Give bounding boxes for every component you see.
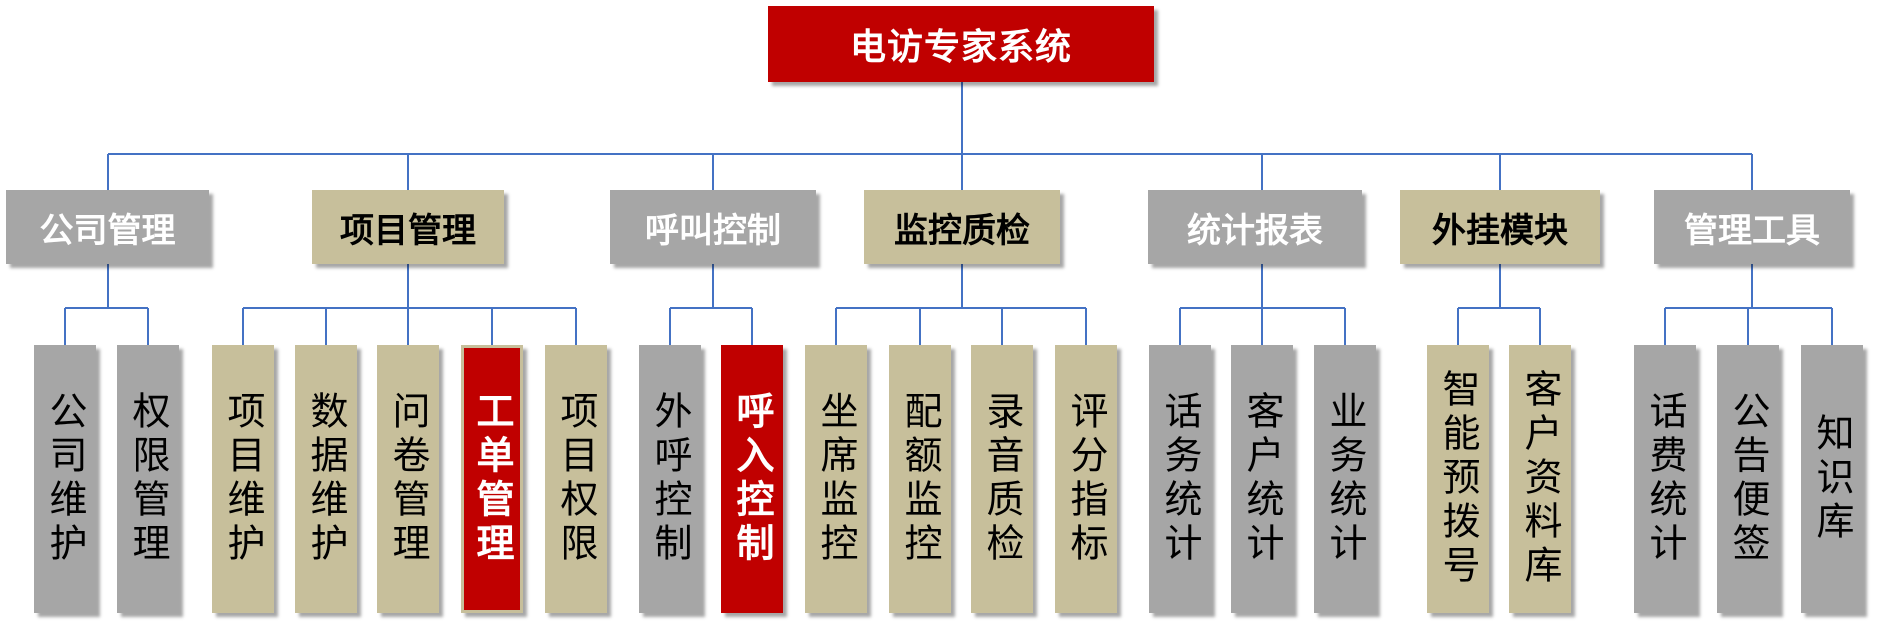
leaf-knowledge-base: 知识库 xyxy=(1801,345,1863,613)
category-call-control: 呼叫控制 xyxy=(610,190,816,264)
leaf-label: 配额监控 xyxy=(898,391,942,567)
category-statistics-reports: 统计报表 xyxy=(1148,190,1362,264)
leaf-label: 问卷管理 xyxy=(386,391,430,567)
leaf-agent-monitoring: 坐席监控 xyxy=(805,345,867,613)
root-node: 电访专家系统 xyxy=(768,6,1154,82)
leaf-label: 公告便签 xyxy=(1726,391,1770,567)
leaf-label: 客户统计 xyxy=(1240,391,1284,567)
leaf-label: 智能预拨号 xyxy=(1436,369,1480,589)
leaf-project-permissions: 项目权限 xyxy=(545,345,607,613)
leaf-recording-qc: 录音质检 xyxy=(971,345,1033,613)
category-company-management: 公司管理 xyxy=(6,190,209,264)
leaf-label: 坐席监控 xyxy=(814,391,858,567)
leaf-customer-database: 客户资料库 xyxy=(1509,345,1571,613)
leaf-work-order-management: 工单管理 xyxy=(461,345,523,613)
leaf-label: 项目维护 xyxy=(221,391,265,567)
category-label: 管理工具 xyxy=(1684,210,1820,251)
leaf-label: 客户资料库 xyxy=(1518,369,1562,589)
leaf-label: 录音质检 xyxy=(980,391,1024,567)
leaf-call-cost-statistics: 话费统计 xyxy=(1634,345,1696,613)
leaf-label: 数据维护 xyxy=(304,391,348,567)
category-monitoring-qc: 监控质检 xyxy=(864,190,1060,264)
leaf-smart-predictive-dialer: 智能预拨号 xyxy=(1427,345,1489,613)
leaf-outbound-control: 外呼控制 xyxy=(639,345,701,613)
leaf-business-statistics: 业务统计 xyxy=(1314,345,1376,613)
category-label: 外挂模块 xyxy=(1432,210,1568,251)
leaf-permission-management: 权限管理 xyxy=(117,345,179,613)
category-label: 统计报表 xyxy=(1187,210,1323,251)
leaf-traffic-statistics: 话务统计 xyxy=(1149,345,1211,613)
leaf-customer-statistics: 客户统计 xyxy=(1231,345,1293,613)
category-project-management: 项目管理 xyxy=(312,190,504,264)
leaf-label: 项目权限 xyxy=(554,391,598,567)
leaf-label: 呼入控制 xyxy=(730,391,774,567)
leaf-label: 话务统计 xyxy=(1158,391,1202,567)
root-label: 电访专家系统 xyxy=(849,27,1072,68)
category-label: 项目管理 xyxy=(340,210,476,251)
leaf-label: 话费统计 xyxy=(1643,391,1687,567)
leaf-label: 工单管理 xyxy=(470,391,514,567)
category-label: 公司管理 xyxy=(39,210,176,251)
leaf-company-maintenance: 公司维护 xyxy=(34,345,96,613)
leaf-label: 评分指标 xyxy=(1064,391,1108,567)
leaf-label: 业务统计 xyxy=(1323,391,1367,567)
category-plugin-modules: 外挂模块 xyxy=(1400,190,1600,264)
leaf-data-maintenance: 数据维护 xyxy=(295,345,357,613)
leaf-label: 外呼控制 xyxy=(648,391,692,567)
leaf-label: 知识库 xyxy=(1810,413,1854,545)
category-label: 监控质检 xyxy=(894,210,1030,251)
leaf-label: 权限管理 xyxy=(126,391,170,567)
category-label: 呼叫控制 xyxy=(645,210,781,251)
leaf-quota-monitoring: 配额监控 xyxy=(889,345,951,613)
leaf-inbound-control: 呼入控制 xyxy=(721,345,783,613)
leaf-questionnaire-management: 问卷管理 xyxy=(377,345,439,613)
category-management-tools: 管理工具 xyxy=(1654,190,1850,264)
leaf-project-maintenance: 项目维护 xyxy=(212,345,274,613)
leaf-notice-notes: 公告便签 xyxy=(1717,345,1779,613)
leaf-label: 公司维护 xyxy=(43,391,87,567)
leaf-scoring-indicators: 评分指标 xyxy=(1055,345,1117,613)
